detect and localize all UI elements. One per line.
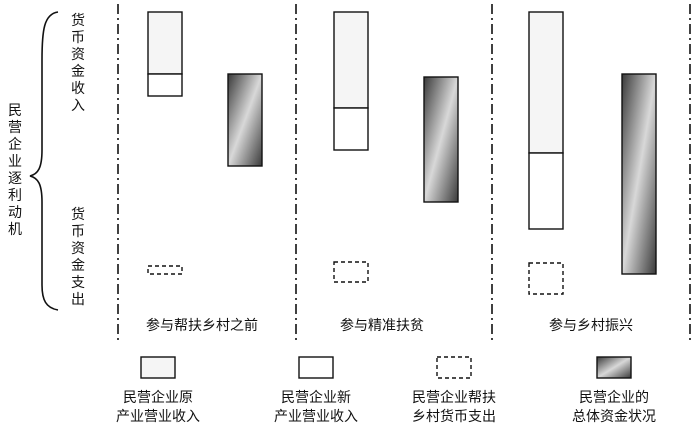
phase-dividers	[117, 4, 691, 342]
expense-axis-label: 货币资金支出	[71, 207, 85, 308]
phase-2-overall-funds	[423, 76, 459, 203]
phase-3-bars	[528, 11, 657, 295]
phase-3-new-income	[528, 152, 564, 230]
phase-2-label: 参与精准扶贫	[340, 318, 424, 334]
phase-2-new-income	[333, 107, 369, 151]
phase-3-overall-funds	[621, 73, 657, 275]
phase-3-rural-expense	[528, 262, 564, 295]
legend-label-overall-funds: 民营企业的 总体资金状况	[572, 390, 656, 425]
legend-swatch-original-income	[140, 356, 176, 379]
phase-1-rural-expense	[147, 265, 183, 275]
left-brace	[29, 11, 59, 311]
phase-3-label: 参与乡村振兴	[549, 318, 633, 334]
phase-2-bars	[333, 11, 459, 283]
legend-label-rural-expense: 民营企业帮扶 乡村货币支出	[412, 390, 496, 425]
income-axis-label: 货币资金收入	[71, 13, 85, 114]
phase-2-rural-expense	[333, 261, 369, 283]
legend-swatches	[140, 356, 632, 379]
main-axis-label: 民营企业逐利动机	[8, 103, 22, 238]
legend-swatch-rural-expense	[436, 356, 472, 379]
legend-label-new-income: 民营企业新 产业营业收入	[274, 390, 358, 425]
phase-1-label: 参与帮扶乡村之前	[146, 318, 258, 334]
legend-label-original-income: 民营企业原 产业营业收入	[116, 390, 200, 425]
legend-swatch-overall-funds	[596, 356, 632, 379]
phase-3-original-income	[528, 11, 564, 154]
phase-1-overall-funds	[227, 73, 263, 167]
phase-1-original-income	[147, 11, 183, 75]
phase-1-new-income	[147, 73, 183, 97]
phase-1-bars	[147, 11, 263, 275]
phase-2-original-income	[333, 11, 369, 109]
legend-swatch-new-income	[298, 356, 334, 379]
